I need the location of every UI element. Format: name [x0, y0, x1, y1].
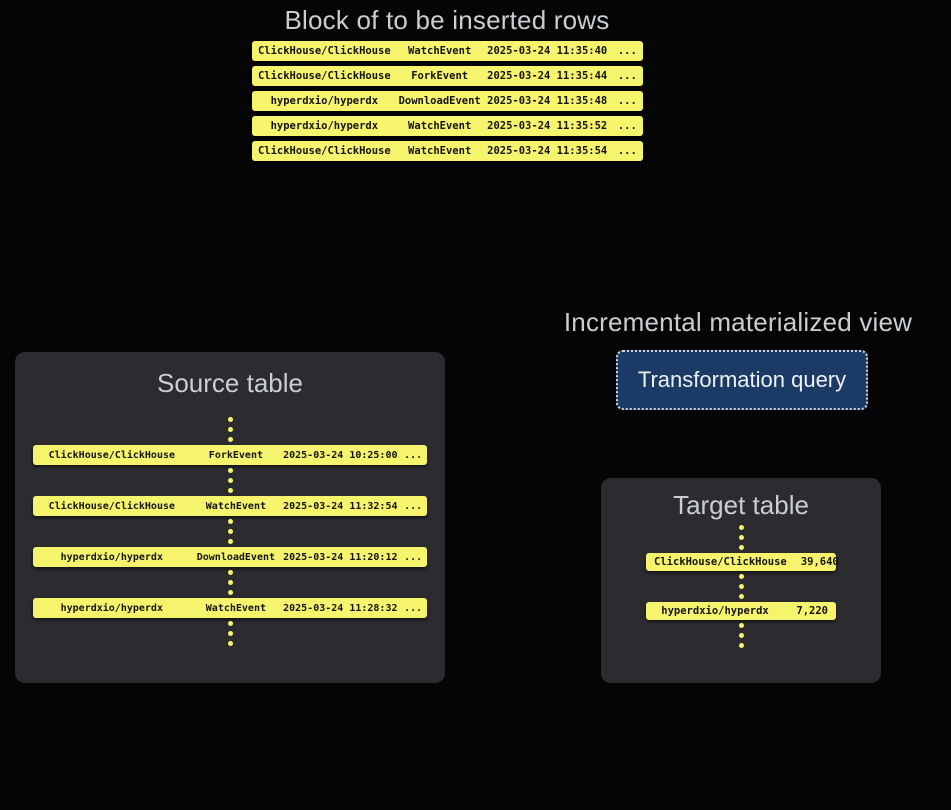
- row-ellipsis: ...: [404, 500, 423, 512]
- row-event: WatchEvent: [205, 602, 266, 614]
- row-timestamp: 2025-03-24 11:32:54: [283, 500, 398, 512]
- insert-block-title: Block of to be inserted rows: [284, 5, 610, 35]
- insert-row: ClickHouse/ClickHouse ForkEvent 2025-03-…: [252, 66, 643, 86]
- row-timestamp: 2025-03-24 11:35:54: [487, 145, 608, 157]
- insert-row: hyperdxio/hyperdx WatchEvent 2025-03-24 …: [252, 116, 643, 136]
- insert-row: hyperdxio/hyperdx DownloadEvent 2025-03-…: [252, 91, 643, 111]
- row-repo: ClickHouse/ClickHouse: [257, 70, 391, 82]
- row-repo: hyperdxio/hyperdx: [270, 120, 379, 132]
- source-table-title: Source table: [157, 368, 303, 398]
- row-ellipsis: ...: [617, 145, 637, 157]
- ellipsis-dots-icon: [227, 417, 233, 442]
- row-event: WatchEvent: [408, 120, 472, 132]
- row-ellipsis: ...: [617, 70, 637, 82]
- ellipsis-dots-icon: [227, 570, 233, 595]
- row-repo: ClickHouse/ClickHouse: [257, 45, 391, 57]
- row-timestamp: 2025-03-24 11:28:32: [283, 602, 398, 614]
- source-row: ClickHouse/ClickHouse WatchEvent 2025-03…: [33, 496, 427, 516]
- row-repo: ClickHouse/ClickHouse: [48, 449, 176, 461]
- row-timestamp: 2025-03-24 10:25:00: [283, 449, 398, 461]
- insert-block-rows: ClickHouse/ClickHouse WatchEvent 2025-03…: [252, 41, 643, 161]
- row-timestamp: 2025-03-24 11:35:48: [487, 95, 608, 107]
- insert-row: ClickHouse/ClickHouse WatchEvent 2025-03…: [252, 41, 643, 61]
- row-event: WatchEvent: [205, 500, 266, 512]
- source-table-panel: Source table ClickHouse/ClickHouse ForkE…: [15, 352, 445, 683]
- row-event: ForkEvent: [208, 449, 263, 461]
- row-repo: hyperdxio/hyperdx: [661, 605, 769, 617]
- ellipsis-dots-icon: [227, 519, 233, 544]
- row-timestamp: 2025-03-24 11:35:52: [487, 120, 608, 132]
- row-event: ForkEvent: [411, 70, 469, 82]
- row-ellipsis: ...: [617, 95, 637, 107]
- row-event: WatchEvent: [408, 145, 472, 157]
- transformation-query-button: Transformation query: [616, 350, 868, 410]
- ellipsis-dots-icon: [738, 623, 744, 648]
- row-event: DownloadEvent: [398, 95, 481, 107]
- row-event: DownloadEvent: [196, 551, 276, 563]
- source-row: hyperdxio/hyperdx WatchEvent 2025-03-24 …: [33, 598, 427, 618]
- target-row: ClickHouse/ClickHouse 39,640: [646, 553, 839, 571]
- insert-row: ClickHouse/ClickHouse WatchEvent 2025-03…: [252, 141, 643, 161]
- source-row: hyperdxio/hyperdx DownloadEvent 2025-03-…: [33, 547, 427, 567]
- row-timestamp: 2025-03-24 11:35:40: [487, 45, 608, 57]
- row-ellipsis: ...: [617, 120, 637, 132]
- target-table-title: Target table: [673, 490, 809, 520]
- row-repo: hyperdxio/hyperdx: [270, 95, 379, 107]
- row-ellipsis: ...: [404, 449, 423, 461]
- row-ellipsis: ...: [617, 45, 637, 57]
- materialized-view-title: Incremental materialized view: [563, 307, 913, 337]
- row-repo: hyperdxio/hyperdx: [60, 602, 163, 614]
- row-repo: ClickHouse/ClickHouse: [48, 500, 176, 512]
- row-timestamp: 2025-03-24 11:35:44: [487, 70, 608, 82]
- row-repo: ClickHouse/ClickHouse: [257, 145, 391, 157]
- row-count: 39,640: [800, 556, 839, 568]
- ellipsis-dots-icon: [738, 525, 744, 550]
- source-row: ClickHouse/ClickHouse ForkEvent 2025-03-…: [33, 445, 427, 465]
- ellipsis-dots-icon: [227, 468, 233, 493]
- target-table-panel: Target table ClickHouse/ClickHouse 39,64…: [601, 478, 881, 683]
- row-ellipsis: ...: [404, 551, 423, 563]
- ellipsis-dots-icon: [227, 621, 233, 646]
- row-repo: ClickHouse/ClickHouse: [654, 556, 787, 568]
- row-ellipsis: ...: [404, 602, 423, 614]
- row-repo: hyperdxio/hyperdx: [60, 551, 163, 563]
- row-event: WatchEvent: [408, 45, 472, 57]
- row-count: 7,220: [796, 605, 828, 617]
- target-row: hyperdxio/hyperdx 7,220: [646, 602, 836, 620]
- ellipsis-dots-icon: [738, 574, 744, 599]
- row-timestamp: 2025-03-24 11:20:12: [283, 551, 398, 563]
